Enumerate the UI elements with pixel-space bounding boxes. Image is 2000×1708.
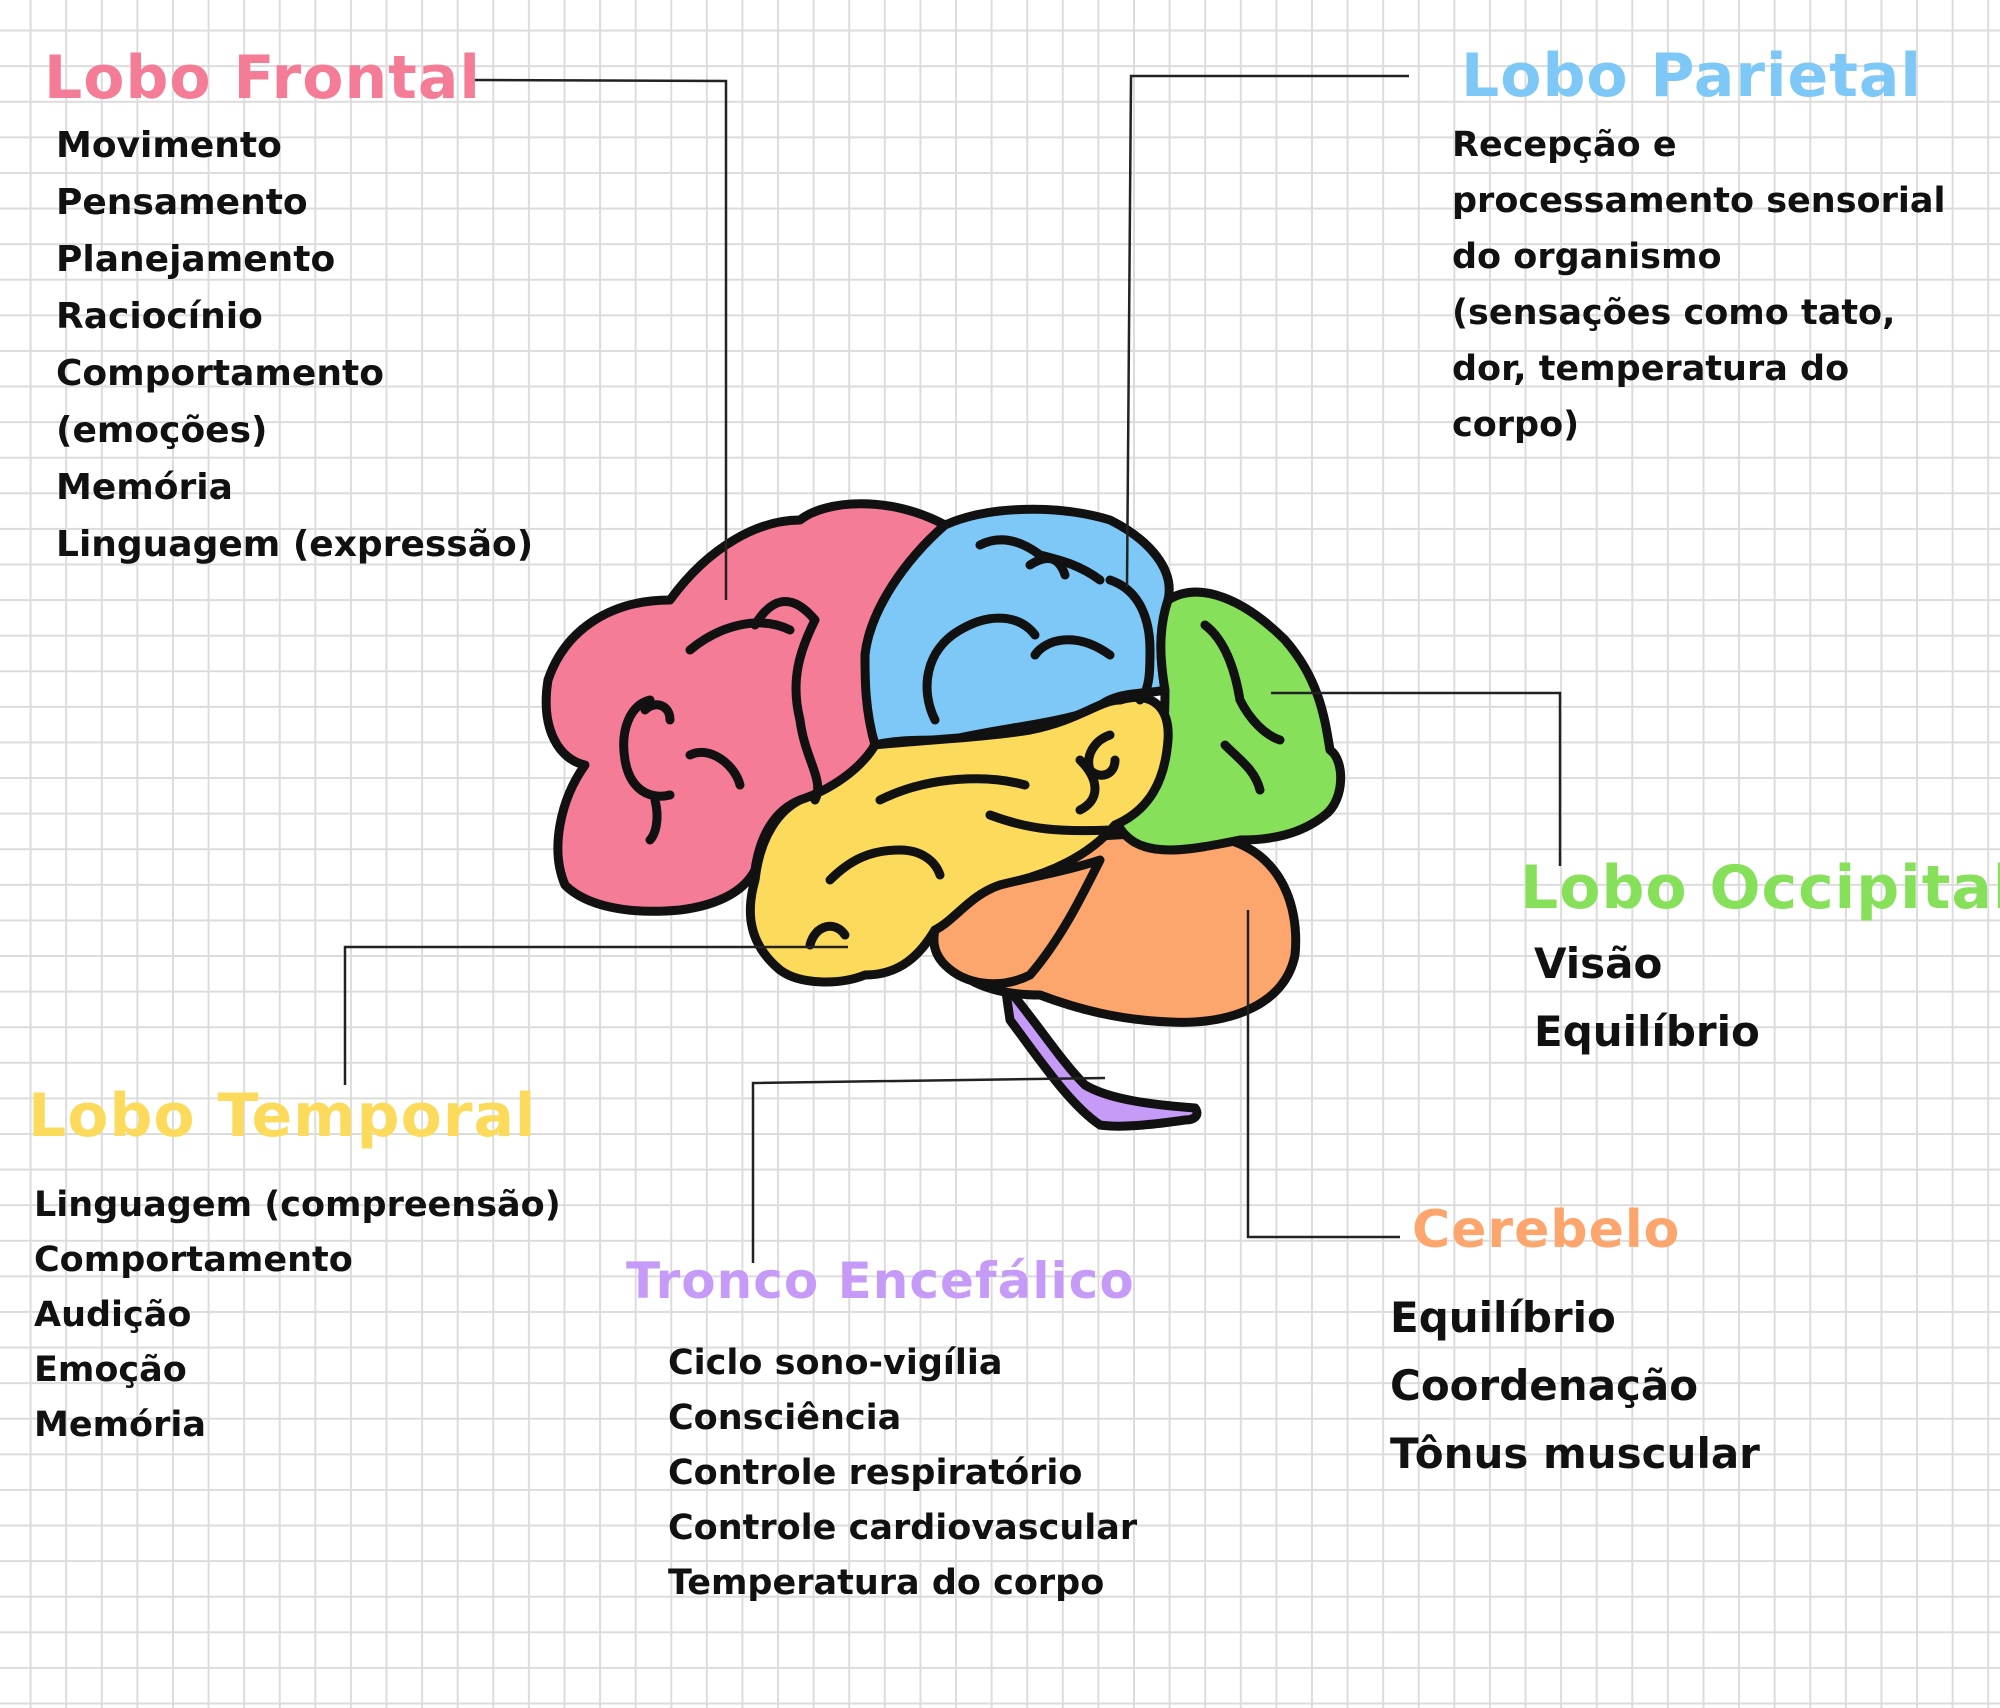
lobo-parietal-title: Lobo Parietal <box>1461 41 1922 111</box>
list-item: (emoções) <box>56 410 268 451</box>
parietal-connector-line <box>1125 74 1409 588</box>
list-item: corpo) <box>1452 405 1580 445</box>
temporal-connector-line <box>343 945 848 1085</box>
list-item: Controle cardiovascular <box>668 1508 1138 1548</box>
lobo-frontal-title: Lobo Frontal <box>44 43 481 113</box>
cerebellum-lower-region <box>929 855 1105 989</box>
list-item: Recepção e <box>1452 125 1677 165</box>
list-item: Controle respiratório <box>668 1453 1083 1493</box>
list-item: Equilíbrio <box>1534 1007 1760 1056</box>
list-item: do organismo <box>1452 237 1722 277</box>
lobo-temporal-title: Lobo Temporal <box>28 1081 537 1151</box>
list-item: Pensamento <box>56 182 308 223</box>
lobo-occipital-title: Lobo Occipital <box>1520 853 2000 923</box>
list-item: Equilíbrio <box>1390 1293 1616 1342</box>
list-item: Memória <box>34 1405 206 1445</box>
list-item: Memória <box>56 467 233 508</box>
list-item: Temperatura do corpo <box>668 1563 1105 1603</box>
occipital-connector-line <box>1271 691 1562 866</box>
list-item: Consciência <box>668 1398 902 1438</box>
lobo-frontal-functions: Movimento Pensamento Planejamento Racioc… <box>56 117 533 573</box>
list-item: Movimento <box>56 125 282 166</box>
brainstem-region <box>1000 980 1202 1131</box>
list-item: Tônus muscular <box>1390 1429 1760 1478</box>
list-item: Raciocínio <box>56 296 263 337</box>
lobo-occipital-functions: Visão Equilíbrio <box>1534 930 1760 1066</box>
tronco-connector-line <box>751 1076 1106 1263</box>
tronco-encefalico-title: Tronco Encefálico <box>626 1252 1135 1310</box>
list-item: (sensações como tato, <box>1452 293 1896 333</box>
lobo-temporal-functions: Linguagem (compreensão) Comportamento Au… <box>34 1178 561 1453</box>
list-item: dor, temperatura do <box>1452 349 1850 389</box>
cerebelo-title: Cerebelo <box>1412 1200 1681 1260</box>
frontal-connector-line <box>471 78 728 600</box>
list-item: Linguagem (expressão) <box>56 524 534 565</box>
list-item: Planejamento <box>56 239 336 280</box>
list-item: Emoção <box>34 1350 187 1390</box>
list-item: Comportamento <box>56 353 384 394</box>
cerebelo-functions: Equilíbrio Coordenação Tônus muscular <box>1390 1284 1760 1488</box>
list-item: Comportamento <box>34 1240 353 1280</box>
tronco-encefalico-functions: Ciclo sono-vigília Consciência Controle … <box>668 1336 1137 1611</box>
list-item: Linguagem (compreensão) <box>34 1185 561 1225</box>
list-item: Ciclo sono-vigília <box>668 1343 1003 1383</box>
lobo-parietal-functions: Recepção e processamento sensorial do or… <box>1452 117 1945 453</box>
list-item: Audição <box>34 1295 192 1335</box>
cerebelo-connector-line <box>1246 910 1400 1239</box>
list-item: Visão <box>1534 939 1663 988</box>
list-item: processamento sensorial <box>1452 181 1946 221</box>
list-item: Coordenação <box>1390 1361 1699 1410</box>
